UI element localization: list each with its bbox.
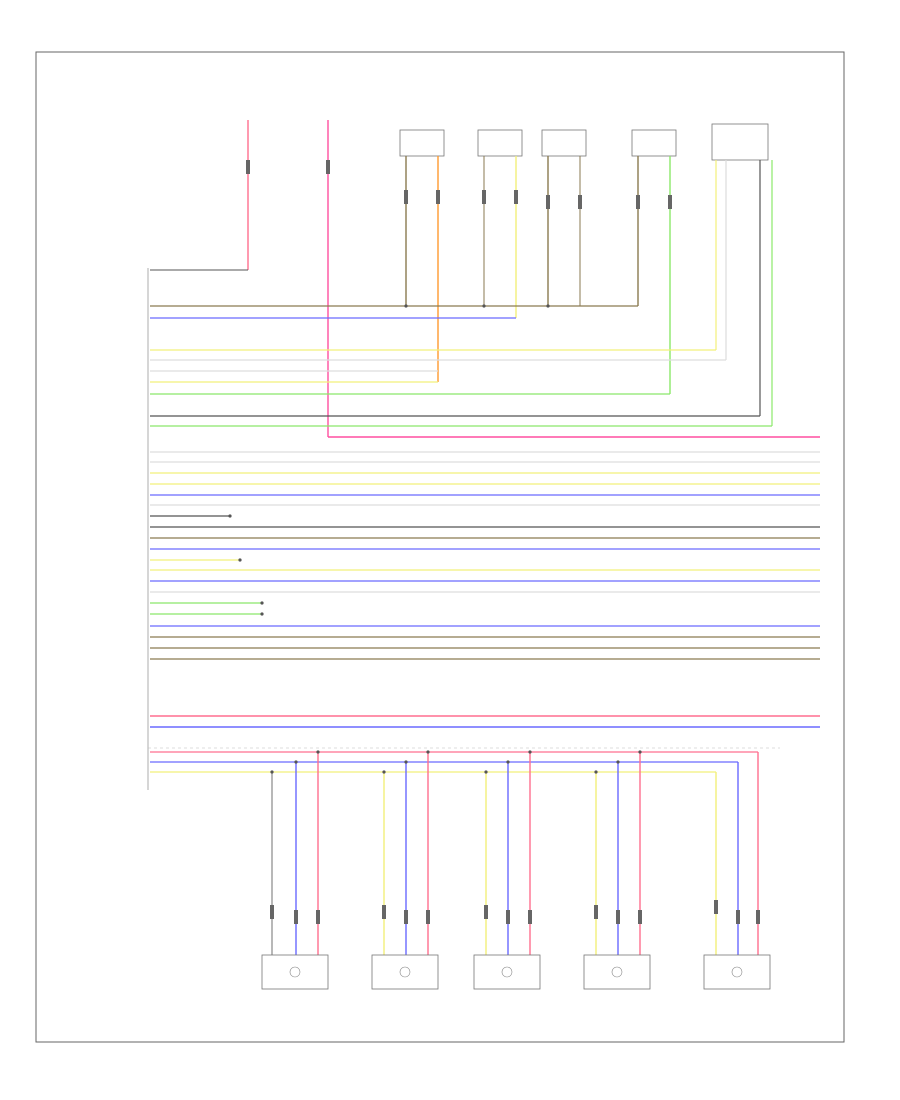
motor-icon xyxy=(399,966,411,978)
connector-mark xyxy=(482,190,486,204)
splice-dot xyxy=(404,760,408,764)
splice-dot xyxy=(546,304,550,308)
connector-mark xyxy=(294,910,298,924)
connector-mark xyxy=(756,910,760,924)
splice-dot xyxy=(484,770,488,774)
connector-mark xyxy=(546,195,550,209)
splice-dot xyxy=(426,750,430,754)
splice-dot xyxy=(638,750,642,754)
connector-mark xyxy=(714,900,718,914)
motor-icon xyxy=(501,966,513,978)
top-component-5 xyxy=(711,123,769,161)
connector-mark xyxy=(404,190,408,204)
lower-harness xyxy=(150,751,759,955)
splice-points xyxy=(228,304,642,774)
bottom-component-5 xyxy=(703,954,771,990)
splice-dot xyxy=(528,750,532,754)
connector-mark xyxy=(616,910,620,924)
middle-harness xyxy=(150,451,820,728)
connector-mark xyxy=(270,905,274,919)
bottom-component-4 xyxy=(583,954,651,990)
connector-mark xyxy=(404,910,408,924)
connector-mark xyxy=(246,160,250,174)
top-components xyxy=(399,123,769,161)
splice-dot xyxy=(294,760,298,764)
connector-mark xyxy=(528,910,532,924)
splice-dot xyxy=(260,601,264,605)
connector-mark xyxy=(736,910,740,924)
connector-mark xyxy=(668,195,672,209)
connector-marks xyxy=(246,160,760,924)
connector-mark xyxy=(638,910,642,924)
splice-dot xyxy=(382,770,386,774)
splice-dot xyxy=(404,304,408,308)
bottom-component-3 xyxy=(473,954,541,990)
bottom-component-2 xyxy=(371,954,439,990)
connector-mark xyxy=(506,910,510,924)
splice-dot xyxy=(506,760,510,764)
top-component-wires xyxy=(405,156,773,426)
connector-mark xyxy=(578,195,582,209)
connector-mark xyxy=(636,195,640,209)
connector-mark xyxy=(436,190,440,204)
splice-dot xyxy=(594,770,598,774)
connector-mark xyxy=(594,905,598,919)
connector-mark xyxy=(382,905,386,919)
connector-mark xyxy=(326,160,330,174)
top-component-3 xyxy=(541,129,587,157)
connector-mark xyxy=(514,190,518,204)
top-component-4 xyxy=(631,129,677,157)
splice-dot xyxy=(482,304,486,308)
diagram-frame xyxy=(35,51,845,1043)
splice-dot xyxy=(616,760,620,764)
upper-harness xyxy=(150,305,772,427)
connector-mark xyxy=(426,910,430,924)
splice-dot xyxy=(238,558,242,562)
bottom-components xyxy=(261,954,771,990)
top-component-2 xyxy=(477,129,523,157)
top-power-feeds xyxy=(150,120,820,438)
splice-dot xyxy=(260,612,264,616)
connector-mark xyxy=(484,905,488,919)
splice-dot xyxy=(270,770,274,774)
motor-icon xyxy=(289,966,301,978)
splice-dot xyxy=(316,750,320,754)
top-component-1 xyxy=(399,129,445,157)
motor-icon xyxy=(611,966,623,978)
connector-mark xyxy=(316,910,320,924)
bottom-component-1 xyxy=(261,954,329,990)
splice-dot xyxy=(228,514,232,518)
motor-icon xyxy=(731,966,743,978)
